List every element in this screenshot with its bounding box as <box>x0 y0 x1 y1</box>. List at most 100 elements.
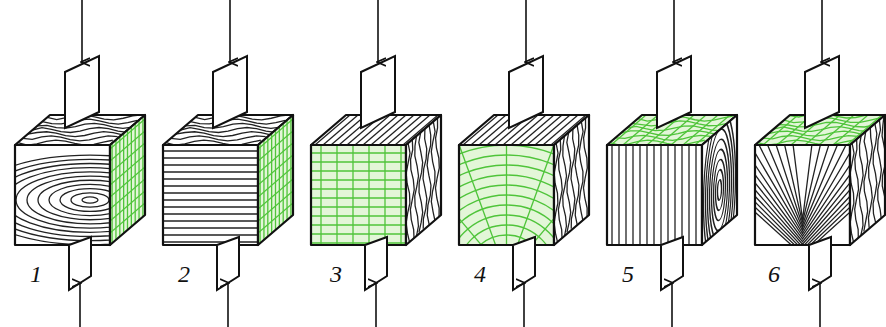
grain-ring <box>718 178 722 201</box>
block-edge <box>110 115 145 245</box>
knife-blade <box>361 56 395 128</box>
grain-ring <box>712 143 728 237</box>
grain-ring <box>714 155 726 225</box>
grain-ring <box>82 197 98 203</box>
grain-line <box>163 171 258 172</box>
force-arrow <box>79 283 81 327</box>
grain-line <box>320 145 321 245</box>
grain-ring <box>467 235 547 315</box>
block-edge <box>406 115 441 245</box>
grain-line <box>311 170 406 171</box>
grain-line <box>258 131 293 161</box>
grain-line <box>311 152 406 153</box>
grain-ring <box>0 164 186 237</box>
grain-line <box>333 175 506 275</box>
block-face <box>110 115 145 245</box>
grain-line <box>311 179 406 180</box>
knife-blade-lower <box>513 237 535 290</box>
grain-line <box>436 118 440 218</box>
callout-number: 6 <box>768 262 780 286</box>
grain-line <box>763 115 798 145</box>
grain-line <box>110 155 145 185</box>
grain-ring <box>5 168 175 233</box>
grain-line <box>311 206 406 207</box>
grain-ring <box>706 108 734 272</box>
knife-blade <box>213 56 247 128</box>
grain-line <box>258 191 293 221</box>
grain-line <box>163 220 258 221</box>
block-edge <box>311 145 406 245</box>
force-arrow <box>819 283 821 327</box>
force-arrow <box>671 283 673 327</box>
grain-line <box>163 178 258 179</box>
grain-line <box>163 241 258 242</box>
grain-line <box>558 140 562 240</box>
grain-line <box>384 145 385 245</box>
grain-line <box>33 128 128 133</box>
grain-line <box>618 145 619 245</box>
grain-line <box>110 167 145 197</box>
grain-line <box>653 145 654 245</box>
block-edge <box>554 115 589 245</box>
block-face <box>554 115 589 245</box>
knife-blade <box>657 56 691 128</box>
grain-line <box>410 140 414 240</box>
force-arrow <box>229 0 231 62</box>
grain-line <box>868 128 872 228</box>
grain-line <box>311 215 406 216</box>
grain-line <box>793 140 813 220</box>
grain-line <box>878 120 882 220</box>
grain-line <box>258 227 293 257</box>
knife-blade <box>65 56 99 128</box>
grain-line <box>258 167 293 197</box>
grain-line <box>567 132 571 232</box>
grain-line <box>660 145 661 245</box>
callout-number: 1 <box>30 262 42 286</box>
grain-line <box>110 251 145 281</box>
wood-grain <box>163 151 258 242</box>
grain-line <box>415 136 419 236</box>
callout-number: 5 <box>622 262 634 286</box>
grain-line <box>163 164 258 165</box>
grain-line <box>258 239 293 269</box>
grain-line <box>625 145 626 245</box>
grain-line <box>859 135 863 235</box>
knife-blade <box>805 56 839 128</box>
grain-line <box>873 124 877 224</box>
grain-line <box>110 179 145 209</box>
callout-number: 4 <box>474 262 486 286</box>
grain-line <box>311 233 406 234</box>
grain-line <box>258 203 293 233</box>
knife-blade-lower <box>661 237 683 290</box>
grain-line <box>336 145 337 245</box>
grain-line <box>163 185 258 186</box>
block-face <box>850 115 885 245</box>
force-arrow <box>377 0 379 62</box>
wood-grain <box>612 145 696 245</box>
grain-line <box>110 227 145 257</box>
grain-line <box>864 132 868 232</box>
grain-line <box>646 145 647 245</box>
block-edge <box>258 115 293 245</box>
block-edge <box>702 115 737 245</box>
grain-line <box>352 145 353 245</box>
grain-line <box>163 227 258 228</box>
wood-grain <box>554 118 587 243</box>
block-edge <box>163 145 258 245</box>
grain-line <box>667 145 668 245</box>
block-face <box>311 145 406 245</box>
callout-number: 2 <box>178 262 190 286</box>
block-edge <box>755 145 850 245</box>
grain-line <box>311 188 406 189</box>
force-arrow <box>81 0 83 62</box>
block-face <box>258 115 293 245</box>
grain-line <box>163 213 258 214</box>
knife-blade-lower <box>69 237 91 290</box>
wood-grain <box>850 116 886 243</box>
grain-line <box>563 136 567 236</box>
grain-line <box>258 179 293 209</box>
grain-line <box>575 125 579 225</box>
grain-line <box>258 143 293 173</box>
block-face <box>406 115 441 245</box>
